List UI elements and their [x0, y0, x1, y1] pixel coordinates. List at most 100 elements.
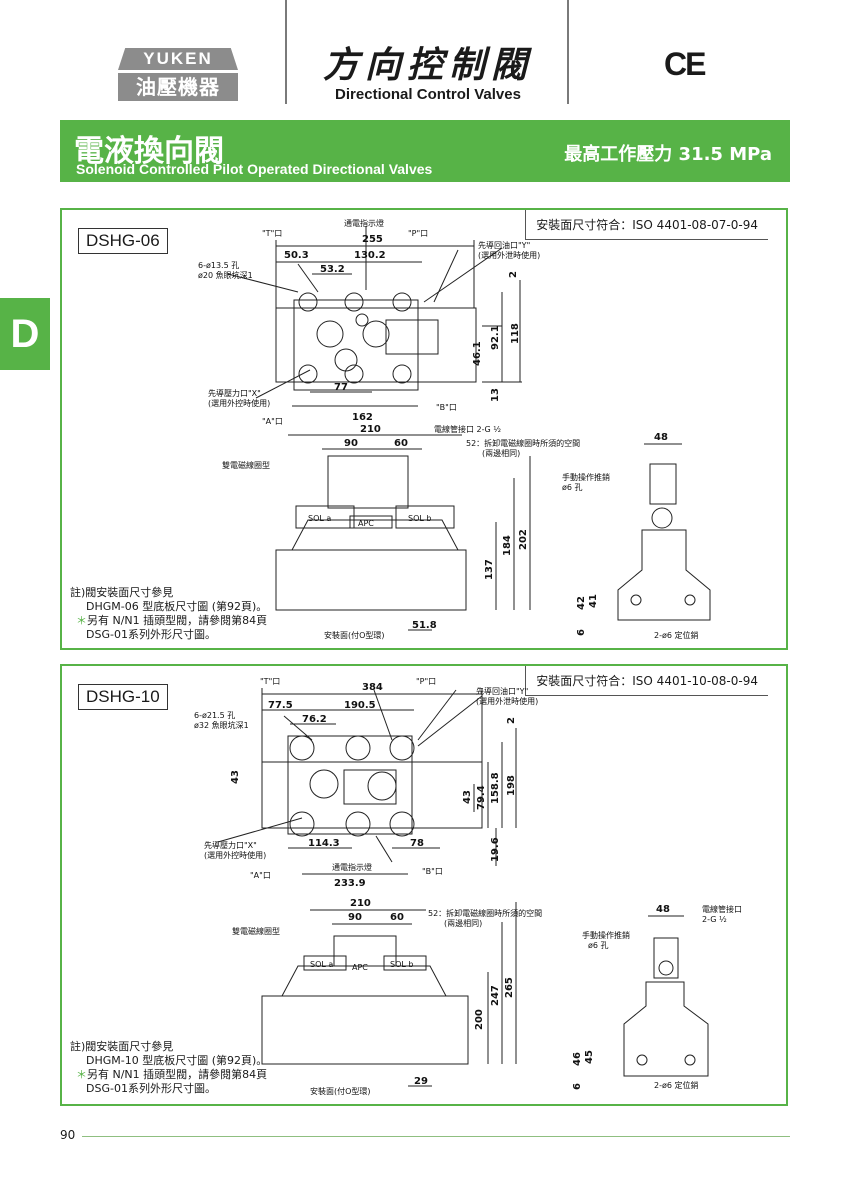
dim-46: 46	[572, 1052, 583, 1066]
dim-53-2: 53.2	[320, 264, 345, 275]
dim-48: 48	[656, 904, 670, 915]
header-divider-left	[285, 0, 287, 104]
label-drain-a: 先導回油口"Y"	[478, 240, 530, 250]
front-sol-b	[383, 955, 427, 971]
dim-45: 45	[584, 1050, 595, 1064]
label-drain-a: 先導回油口"Y"	[476, 686, 528, 696]
dim-384: 384	[362, 682, 383, 693]
front-main-body	[275, 549, 467, 611]
page-number: 90	[60, 1128, 76, 1142]
label-t-port: "T"口	[262, 229, 282, 238]
header-divider-right	[567, 0, 569, 104]
label-sol-a: SOL a	[308, 514, 331, 523]
dim-43-left: 43	[230, 770, 241, 784]
label-pilot-a: 先導壓力口"X"	[208, 388, 261, 398]
label-manual-a: 手動操作推銷	[562, 472, 610, 482]
front-pilot-body	[333, 935, 397, 967]
label-coil-type: 雙電磁線圈型	[222, 460, 270, 470]
page-title-en: Directional Control Valves	[335, 86, 521, 103]
label-p-port: "P"口	[408, 229, 428, 238]
dim-78: 78	[410, 838, 424, 849]
dim-247: 247	[490, 985, 501, 1006]
brand-logo-top: YUKEN	[118, 48, 238, 70]
brand-logo: YUKEN 油壓機器	[118, 48, 238, 102]
label-mount-face: 安裝面(付O型環)	[324, 630, 385, 640]
note-bullet-icon: ＊	[76, 1068, 87, 1081]
dim-6: 6	[572, 1083, 583, 1090]
label-clearance-b: (兩邊相同)	[444, 918, 482, 928]
dim-210: 210	[350, 898, 371, 909]
label-conduit: 電線管接口 2-G ½	[434, 424, 501, 434]
front-sol-b	[395, 505, 455, 529]
note-line: DHGM-10 型底板尺寸圖 (第92頁)。	[86, 1054, 268, 1067]
iso-standard: 安裝面尺寸符合：ISO 4401-08-07-0-94	[525, 210, 768, 240]
model-panel-dshg-06: DSHG-06 安裝面尺寸符合：ISO 4401-08-07-0-94	[60, 208, 788, 650]
label-holes-a: 6-ø21.5 孔	[194, 711, 235, 720]
label-holes-b: ø20 魚眼坑深1	[198, 270, 253, 280]
label-manual-a: 手動操作推銷	[582, 930, 630, 940]
label-manual-b: ø6 孔	[588, 941, 609, 950]
label-b-port: "B"口	[436, 403, 457, 412]
label-sol-a: SOL a	[310, 960, 333, 969]
note-bullet-icon: ＊	[76, 614, 87, 627]
dim-184: 184	[502, 535, 513, 556]
dim-29: 29	[414, 1076, 428, 1087]
section-title-en: Solenoid Controlled Pilot Operated Direc…	[76, 161, 433, 177]
dim-77: 77	[334, 382, 348, 393]
notes: 註)閥安裝面尺寸參見 DHGM-06 型底板尺寸圖 (第92頁)。 ＊另有 N/…	[70, 586, 267, 642]
dim-43-right: 43	[462, 790, 473, 804]
label-brand: APC	[352, 963, 368, 972]
section-tab: D	[0, 298, 50, 370]
footer-rule	[82, 1136, 790, 1137]
label-pins: 2-ø6 定位銷	[654, 1080, 699, 1090]
label-manual-b: ø6 孔	[562, 483, 583, 492]
dim-51-8: 51.8	[412, 620, 437, 631]
label-clearance-a: 52：拆卸電磁線圈時所須的空間	[466, 438, 580, 448]
dim-19-6: 19.6	[490, 837, 501, 862]
brand-logo-bottom: 油壓機器	[118, 73, 238, 101]
label-brand: APC	[358, 519, 374, 528]
note-line: 另有 N/N1 插頭型閥，請參閱第84頁	[87, 1068, 268, 1081]
dim-233-9: 233.9	[334, 878, 366, 889]
dim-114-3: 114.3	[308, 838, 340, 849]
side-top-block	[653, 937, 679, 979]
dim-60: 60	[394, 438, 408, 449]
front-sol-a	[295, 505, 355, 529]
note-line: 註)閥安裝面尺寸參見	[70, 1040, 174, 1053]
label-indicator: 通電指示燈	[332, 862, 372, 872]
dim-46-1: 46.1	[472, 341, 483, 366]
model-label: DSHG-10	[78, 684, 168, 710]
side-top-block	[649, 463, 677, 505]
label-b-port: "B"口	[422, 867, 443, 876]
plan-solenoid	[385, 319, 439, 355]
dim-79-4: 79.4	[476, 785, 487, 810]
dim-265: 265	[504, 977, 515, 998]
dim-2: 2	[508, 271, 519, 278]
front-sol-a	[303, 955, 347, 971]
dim-48: 48	[654, 432, 668, 443]
dim-6: 6	[576, 629, 587, 636]
dim-118: 118	[510, 323, 521, 344]
label-t-port: "T"口	[260, 677, 280, 686]
plan-pilot	[287, 735, 413, 835]
label-pilot-a: 先導壓力口"X"	[204, 840, 257, 850]
dim-92-1: 92.1	[490, 325, 501, 350]
dim-77-5: 77.5	[268, 700, 293, 711]
label-sol-b: SOL b	[390, 960, 413, 969]
label-p-port: "P"口	[416, 677, 436, 686]
dim-2: 2	[506, 717, 517, 724]
dshg-10-drawing: 384 77.5 190.5 76.2 114.3 233.9 78 43 2 …	[194, 677, 742, 1096]
dim-198: 198	[506, 775, 517, 796]
page-title-zh: 方向控制閥	[322, 45, 533, 86]
label-holes-b: ø32 魚眼坑深1	[194, 720, 249, 730]
label-mount-face: 安裝面(付O型環)	[310, 1086, 371, 1096]
dim-255: 255	[362, 234, 383, 245]
iso-standard: 安裝面尺寸符合：ISO 4401-10-08-0-94	[525, 666, 768, 696]
notes: 註)閥安裝面尺寸參見 DHGM-10 型底板尺寸圖 (第92頁)。 ＊另有 N/…	[70, 1040, 267, 1096]
dim-90: 90	[348, 912, 362, 923]
dim-60: 60	[390, 912, 404, 923]
plan-body	[275, 307, 477, 383]
dim-13: 13	[490, 388, 501, 402]
front-main-body	[261, 995, 469, 1065]
label-indicator: 通電指示燈	[344, 218, 384, 228]
